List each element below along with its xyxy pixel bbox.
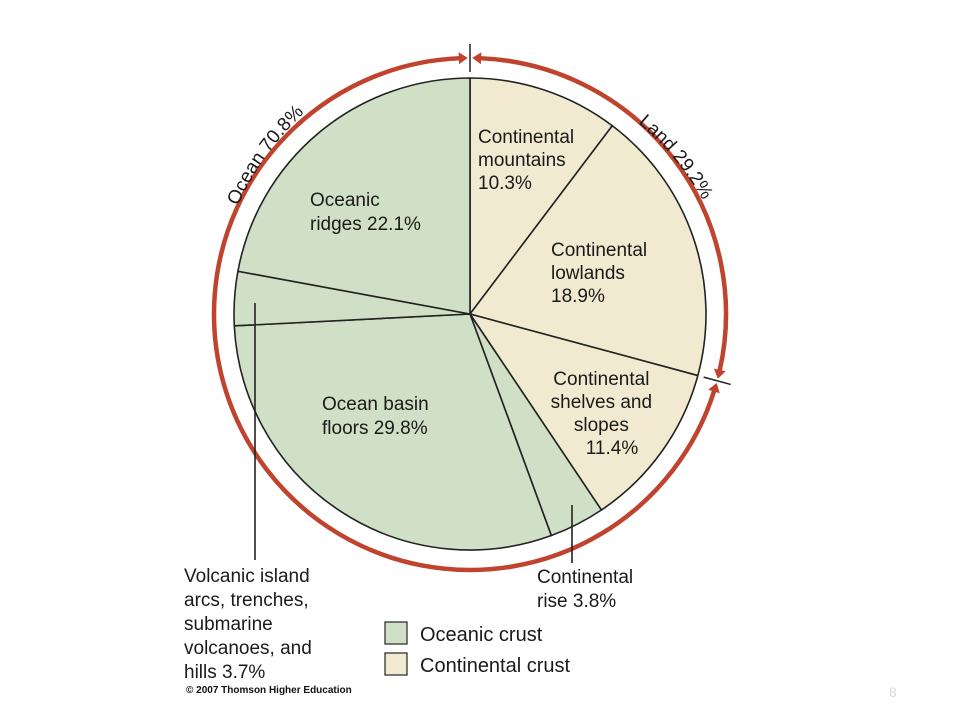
ocean-arc-arrowhead-end [458,52,468,65]
arc-divider-tick-right [703,376,731,386]
legend-label-continental: Continental crust [420,655,571,677]
land-arc-arrowhead-end [713,368,726,379]
label-continental-lowlands: Continental lowlands 18.9% [551,240,652,307]
ocean-arc [211,55,717,573]
pie-slice-oceanic-ridges [237,77,471,315]
label-continental-mountains: Continental mountains 10.3% [478,127,579,194]
label-continental-shelves: Continental shelves and slopes 11.4% [551,369,658,459]
pie-slice-continental-mountains [469,77,614,315]
copyright-text: © 2007 Thomson Higher Education [186,685,352,696]
legend-swatch-continental [384,652,408,676]
slice-labels: Continental mountains 10.3% Continental … [184,127,658,683]
pie-slice-continental-shelves-and-slopes [469,313,699,511]
pie-slices [233,77,707,551]
label-continental-rise: Continental rise 3.8% [537,567,638,612]
pie-slice-continental-lowlands [469,124,707,377]
slide-number: 8 [889,684,897,700]
land-arc [479,55,729,372]
pie-slice-ocean-basin-floors [233,313,553,551]
land-arc-arrowhead-start [472,52,482,65]
legend: Oceanic crust Continental crust [384,621,571,677]
label-ocean-basin-floors: Ocean basin floors 29.8% [322,394,434,439]
label-oceanic-ridges: Oceanic ridges 22.1% [310,190,421,235]
ocean-arc-arrowhead-start [708,382,720,394]
legend-swatch-oceanic [384,621,408,645]
legend-label-oceanic: Oceanic crust [420,624,543,646]
label-volcanic-island-arcs: Volcanic island arcs, trenches, submarin… [184,566,317,683]
summary-arcs [211,44,731,573]
